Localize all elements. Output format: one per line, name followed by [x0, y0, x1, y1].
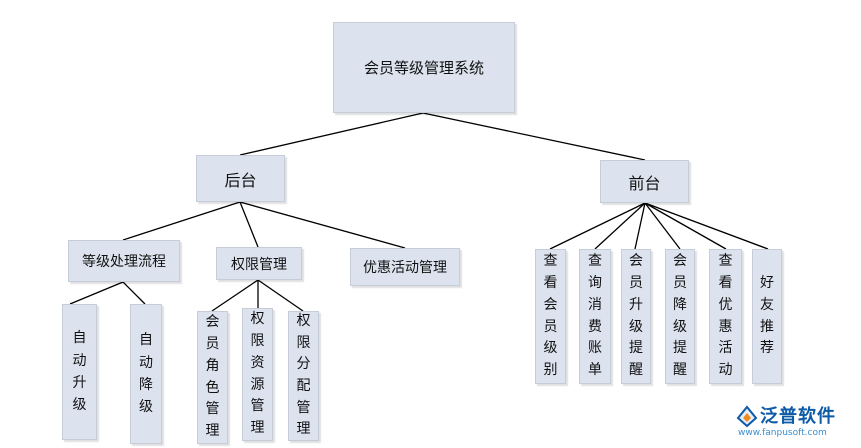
- node-assign-manage: 权限分配管理: [288, 311, 319, 441]
- node-front-view-level-label: 查看会员级别: [543, 253, 558, 378]
- edge-front-2: [594, 202, 646, 250]
- node-front-bill: 查询消费账单: [579, 249, 611, 384]
- node-assign-manage-label: 权限分配管理: [296, 312, 311, 438]
- node-backend-label: 后台: [224, 170, 257, 190]
- node-resource-manage-label: 权限资源管理: [250, 311, 265, 436]
- node-front-recommend: 好友推荐: [752, 249, 782, 384]
- node-front-upgrade-remind: 会员升级提醒: [621, 249, 651, 384]
- node-front-downgrade-remind: 会员降级提醒: [665, 249, 695, 384]
- node-promo-label: 优惠活动管理: [363, 260, 447, 276]
- node-permission: 权限管理: [216, 247, 302, 280]
- edge-backend-process: [122, 201, 241, 241]
- edge-backend-permission: [239, 201, 259, 248]
- node-permission-label: 权限管理: [231, 256, 287, 273]
- node-front-upgrade-remind-label: 会员升级提醒: [629, 253, 643, 378]
- node-resource-manage: 权限资源管理: [242, 308, 273, 441]
- node-role-manage-label: 会员角色管理: [205, 314, 220, 439]
- edge-front-4: [644, 202, 681, 250]
- node-front-promo: 查看优惠活动: [709, 249, 742, 384]
- edge-process-down: [122, 281, 146, 305]
- brand-url: www.fanpusoft.com: [738, 428, 827, 438]
- node-front-recommend-label: 好友推荐: [760, 275, 774, 357]
- edge-backend-promo: [239, 201, 406, 249]
- edge-front-3: [634, 202, 646, 250]
- edge-front-6: [644, 202, 769, 250]
- node-promo: 优惠活动管理: [350, 248, 460, 286]
- edge-root-frontend: [422, 112, 646, 161]
- brand-logo: 泛普软件 www.fanpusoft.com: [734, 402, 856, 442]
- node-front-downgrade-remind-label: 会员降级提醒: [673, 253, 687, 378]
- edge-front-1: [549, 202, 646, 250]
- edge-perm-role: [211, 279, 259, 312]
- node-front-bill-label: 查询消费账单: [588, 253, 602, 378]
- edge-perm-assign: [257, 279, 304, 312]
- logo-icon: [736, 405, 758, 428]
- node-front-view-level: 查看会员级别: [535, 249, 566, 384]
- edge-front-5: [644, 202, 727, 250]
- brand-name: 泛普软件: [760, 406, 836, 427]
- edge-root-backend: [239, 112, 424, 156]
- node-frontend-label: 前台: [628, 173, 661, 193]
- node-auto-downgrade: 自动降级: [130, 304, 162, 444]
- node-front-promo-label: 查看优惠活动: [718, 253, 733, 378]
- node-role-manage: 会员角色管理: [197, 311, 228, 444]
- node-root: 会员等级管理系统: [333, 22, 515, 113]
- edge-process-up: [69, 281, 124, 305]
- node-backend: 后台: [196, 155, 285, 202]
- node-level-process-label: 等级处理流程: [82, 254, 166, 270]
- node-root-label: 会员等级管理系统: [363, 59, 484, 77]
- node-auto-upgrade: 自动升级: [62, 304, 97, 440]
- node-level-process: 等级处理流程: [68, 240, 180, 282]
- node-auto-upgrade-label: 自动升级: [72, 330, 87, 414]
- node-auto-downgrade-label: 自动降级: [139, 332, 153, 416]
- node-frontend: 前台: [600, 160, 689, 203]
